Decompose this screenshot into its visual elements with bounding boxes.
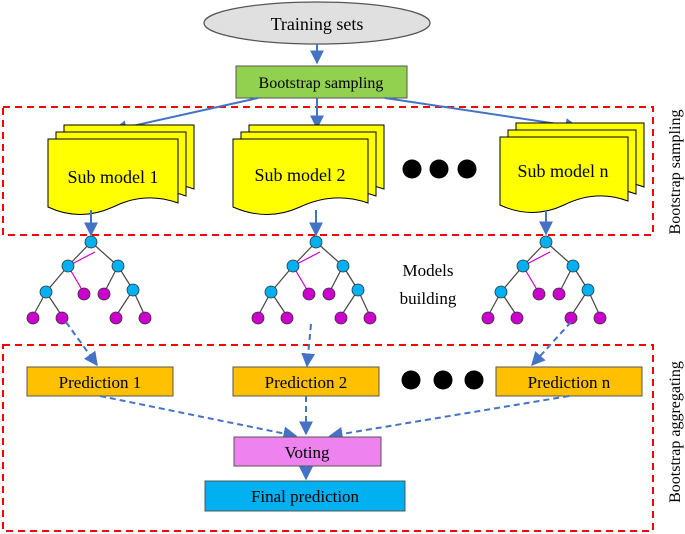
arrow-prediction1-to-voting [99, 395, 298, 441]
models-building-label-line2: building [400, 289, 457, 308]
final-prediction-box [204, 480, 406, 512]
side-label-bootstrap-aggregating: Bootstrap aggregating [667, 361, 684, 503]
sub-model-1-stack [47, 124, 195, 215]
bootstrap-sampling-box [235, 65, 408, 99]
prediction-2-box [232, 366, 380, 397]
sub-model-1-label: Sub model 1 [67, 167, 158, 187]
ellipsis-dot [464, 370, 484, 390]
decision-tree-1 [26, 235, 152, 325]
decision-tree-2 [251, 235, 377, 325]
models-building-label-line1: Models [403, 261, 454, 280]
decision-tree-n [481, 235, 607, 325]
ellipsis-dot [401, 370, 421, 390]
arrow-tree2-to-prediction2 [301, 323, 316, 368]
bootstrap-aggregating-group [2, 344, 654, 532]
voting-box [233, 436, 382, 467]
voting-label: Voting [284, 443, 330, 462]
prediction-n-box [495, 366, 643, 397]
sub-model-2-stack [232, 124, 385, 215]
training-sets-label: Training sets [271, 14, 364, 34]
prediction-2-label: Prediction 2 [265, 373, 348, 392]
ellipsis-dot [433, 370, 453, 390]
ellipsis-dot [429, 159, 449, 179]
bootstrap-sampling-group [2, 106, 654, 236]
arrow-predictionn-to-voting [328, 395, 570, 441]
prediction-1-label: Prediction 1 [59, 373, 142, 392]
final-prediction-label: Final prediction [251, 487, 360, 506]
prediction-1-box [26, 366, 174, 397]
arrow-tree1-to-prediction1 [65, 321, 98, 367]
sub-model-n-label: Sub model n [517, 161, 608, 181]
sub-model-2-label: Sub model 2 [254, 165, 345, 185]
sub-model-n-stack [499, 122, 645, 213]
arrow-treen-to-predictionn [531, 321, 572, 367]
ellipsis-dot [457, 159, 477, 179]
side-label-bootstrap-sampling: Bootstrap sampling [667, 110, 684, 235]
bootstrap-sampling-label: Bootstrap sampling [259, 75, 384, 92]
prediction-n-label: Prediction n [528, 373, 611, 392]
arrow-bootstrap-to-subn [384, 97, 580, 133]
ellipsis-dot [402, 159, 422, 179]
